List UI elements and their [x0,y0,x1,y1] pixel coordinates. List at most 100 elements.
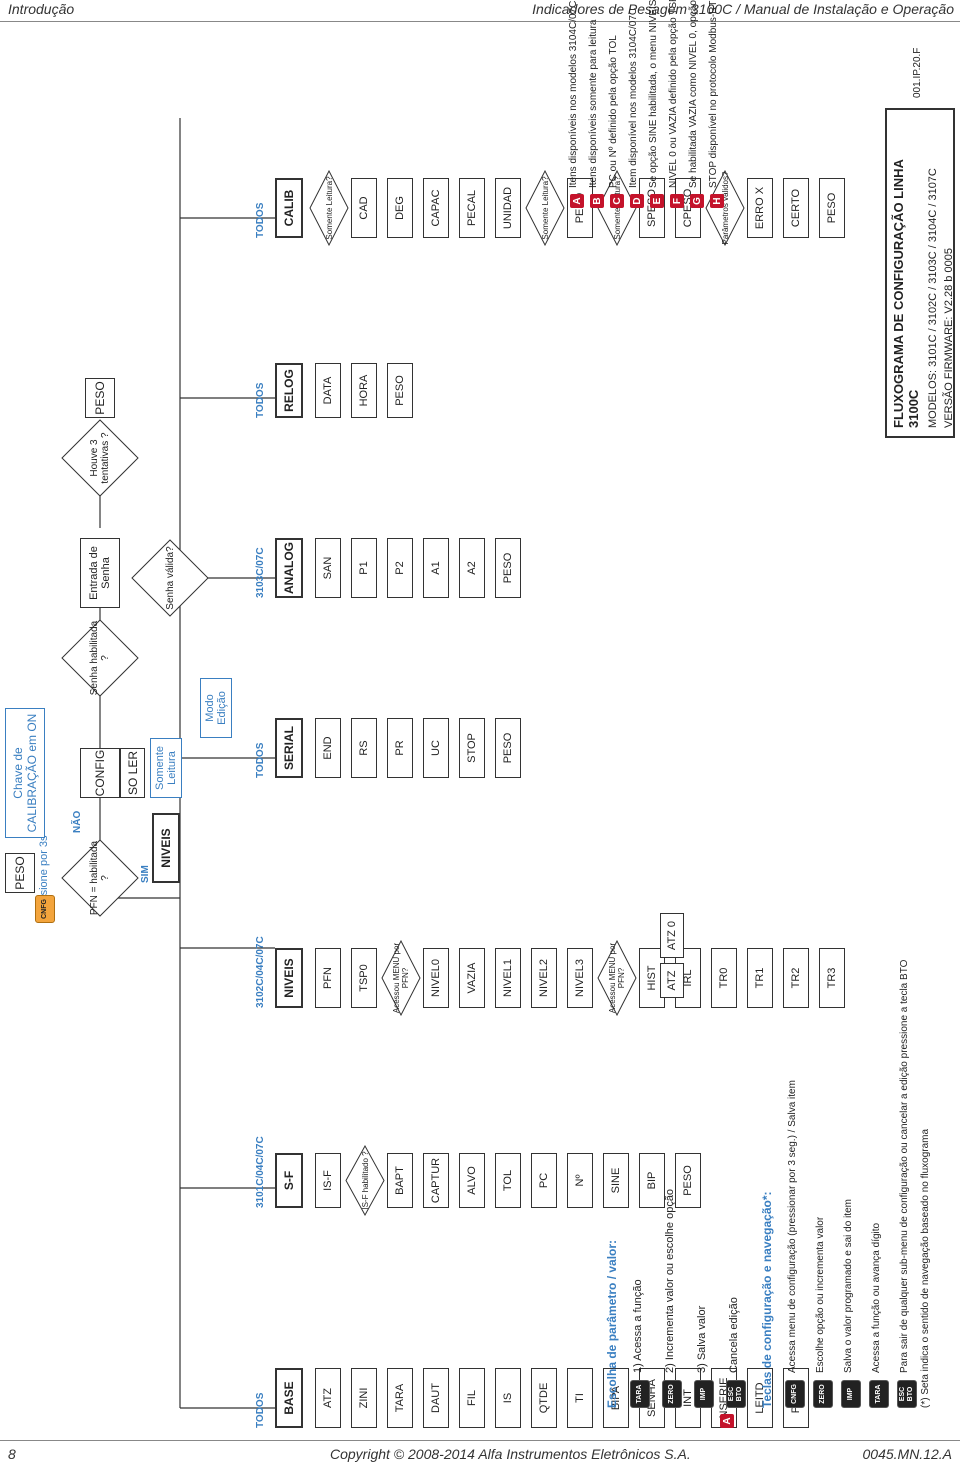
nav-text-1: Escolhe opção ou incrementa valor [815,1216,826,1373]
menu-niveis-item: TR2 [783,948,809,1008]
password-entry-box: Entrada de Senha [80,538,120,608]
legend-text-d: Item disponível nos modelos 3104C/07C [628,7,639,188]
menu-title-analog: ANALOG [275,538,303,598]
menu-group-serial: TODOS [255,742,266,778]
attempts-peso-box: PESO [85,378,115,418]
menu-serial-item: UC [423,718,449,778]
menu-niveis-decision-label: Acessou MENU por PFN? [608,942,626,1014]
menu-serial-item: PESO [495,718,521,778]
menu-calib-decision: Somente Leitura? [309,170,349,246]
menu-base-item: ZINI [351,1368,377,1428]
menu-sf-item: ALVO [459,1153,485,1208]
legend-badge-h: H [710,194,724,208]
menu-calib-decision-label: Somente Leitura? [324,176,334,240]
menu-serial-item: STOP [459,718,485,778]
senha-enabled-label: Senha habilitada ? [89,620,111,696]
menu-base-item: ATZ [315,1368,341,1428]
menu-analog-item: A1 [423,538,449,598]
menu-title-calib: CALIB [275,178,303,238]
calibration-switch-note: Chave de CALIBRAÇÃO em ON [5,708,45,838]
menu-sf-item: SINE [603,1153,629,1208]
menu-analog-item: P2 [387,538,413,598]
menu-calib-item: CAD [351,178,377,238]
menu-relog-item: DATA [315,363,341,418]
nav-text-3: Acessa a função ou avança dígito [871,1222,882,1373]
menu-sf-decision-label: IS-F habilitado ? [360,1151,370,1210]
menu-sf-item: BAPT [387,1153,413,1208]
menu-analog-item: P1 [351,538,377,598]
menu-niveis-item: TR3 [819,948,845,1008]
param-text-2: 3) Salva valor [696,1305,708,1373]
menu-calib-decision-label: Somente Leitura? [540,176,550,240]
page-number: 8 [8,1446,16,1462]
footer-rule [0,1440,960,1441]
menu-base-item: IS [495,1368,521,1428]
legend-text-h: STOP disponível no protocolo Modbus-RTU [708,0,719,188]
menu-calib-decision-label: Parâmetros válidos? [720,171,730,245]
top-peso-box: PESO [5,853,35,893]
legend-badge: A [720,1414,734,1428]
menu-niveis-decision: Acessou MENU por PFN? [381,940,421,1016]
senha-enabled-decision: Senha habilitada ? [60,618,140,698]
config-box: CONFIG [80,748,120,798]
nav-key-esc-bto: ESC BTO [897,1380,917,1408]
menu-relog-item: HORA [351,363,377,418]
menu-group-analog: 3103C/07C [255,547,266,598]
menu-title-niveis: NIVEIS [275,948,303,1008]
title-box: FLUXOGRAMA DE CONFIGURAÇÃO LINHA 3100C M… [885,108,955,438]
nav-text-0: Acessa menu de configuração (pressionar … [787,1080,798,1373]
menu-niveis-item: NIVEL0 [423,948,449,1008]
menu-calib-item: DEG [387,178,413,238]
page-header: Introdução Indicadores de Pesagem 3100C … [0,0,960,20]
three-attempts-decision: Houve 3 tentativas ? [60,418,140,498]
menu-group-sf: 3101C/04C/07C [255,1136,266,1208]
document-code: 0045.MN.12.A [862,1446,953,1462]
menu-base-item: TI [567,1368,593,1428]
menu-title-serial: SERIAL [275,718,303,778]
pfn-enabled-label: PFN = habilitada ? [89,840,111,916]
legend-badge-g: G [690,194,704,208]
menu-base-item: TARA [387,1368,413,1428]
param-key-esc-bto: ESC BTO [726,1380,746,1408]
pfn-enabled-decision: PFN = habilitada ? [60,838,140,918]
legend-text-c: PC ou Nº definido pela opção TOL [608,35,619,188]
niveis-shortcut-box: NIVEIS [152,813,180,883]
menu-calib-item: CERTO [783,178,809,238]
nav-key-tara: TARA [869,1380,889,1408]
menu-sf-item: CAPTUR [423,1153,449,1208]
nav-text-4: Para sair de qualquer sub-menu de config… [899,959,910,1373]
param-text-3: Cancela edição [728,1297,740,1373]
models-line: MODELOS: 3101C / 3102C / 3103C / 3104C /… [927,168,939,428]
menu-title-sf: S-F [275,1153,303,1208]
param-title: Escolha de parâmetro / valor: [605,1239,619,1408]
menu-niveis-item: NIVEL1 [495,948,521,1008]
nav-text-2: Salva o valor programado e sai do item [843,1199,854,1373]
param-key-zero: ZERO [662,1380,682,1408]
menu-serial-item: PR [387,718,413,778]
menu-calib-decision: Parâmetros válidos? [705,170,745,246]
menu-calib-decision: Somente Leitura? [525,170,565,246]
param-key-tara: TARA [630,1380,650,1408]
atz-box: ATZ [660,963,684,998]
menu-sf-item: PC [531,1153,557,1208]
header-rule [0,21,960,22]
page-footer: 8 Copyright © 2008-2014 Alfa Instrumento… [0,1446,960,1466]
so-ler-box: SO LER [120,748,145,798]
menu-calib-decision: Somente Leitura? [597,170,637,246]
doc-code: 001.IP.20.F [912,47,923,98]
header-section: Introdução [8,1,75,17]
menu-group-niveis: 3102C/04C/07C [255,936,266,1008]
legend-badge-f: F [670,194,684,208]
menu-group-calib: TODOS [255,202,266,238]
modo-edicao-box: Modo Edição [200,678,232,738]
menu-niveis-item: PFN [315,948,341,1008]
nav-key-imp: IMP [841,1380,861,1408]
menu-sf-item: PESO [675,1153,701,1208]
legend-text-e: Se opção SINE habilitada, o menu NIVEIS … [648,0,659,188]
nav-key-zero: ZERO [813,1380,833,1408]
menu-analog-item: SAN [315,538,341,598]
menu-niveis-decision: Acessou MENU por PFN? [597,940,637,1016]
keys-note: (*) Seta indica o sentido de navegação b… [920,1128,931,1408]
param-text-1: 2) Incrementa valor ou escolhe opção [664,1188,676,1373]
